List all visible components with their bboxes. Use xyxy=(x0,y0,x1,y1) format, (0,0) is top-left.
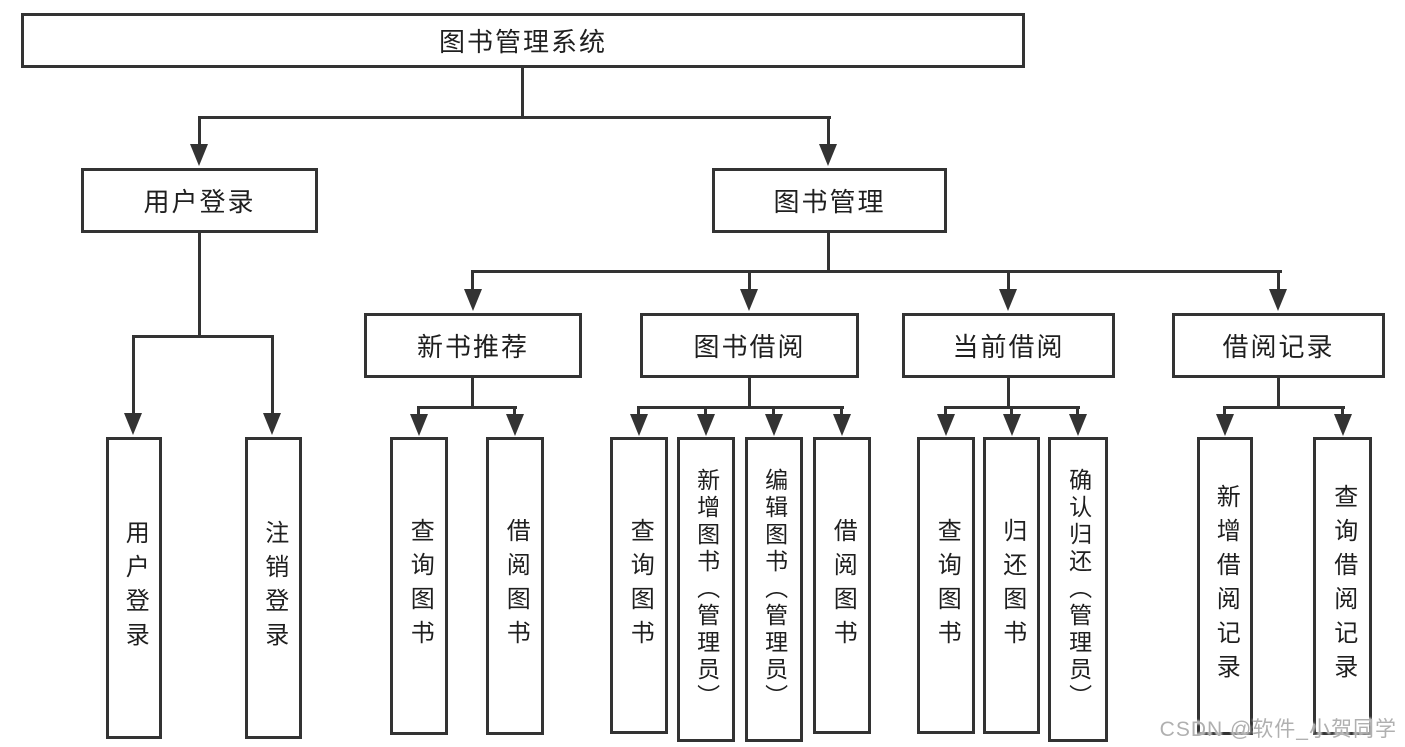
node-new-books: 新书推荐 xyxy=(364,313,582,378)
connector-drop xyxy=(1076,406,1079,416)
arrow-down-icon xyxy=(263,413,281,435)
leaf-confirm-return-admin: 确认归还（管理员） xyxy=(1048,437,1108,742)
node-root-label: 图书管理系统 xyxy=(438,27,607,57)
node-current-borrow: 当前借阅 xyxy=(902,313,1115,378)
leaf-label: 查询图书 xyxy=(933,517,961,654)
leaf-return-books: 归还图书 xyxy=(983,437,1040,734)
leaf-label: 查询图书 xyxy=(406,518,434,654)
node-borrow-records-label: 借阅记录 xyxy=(1222,332,1335,362)
node-current-borrow-label: 当前借阅 xyxy=(952,332,1065,362)
arrow-down-icon xyxy=(124,413,142,435)
connector-new-books-stub xyxy=(471,376,474,409)
connector-drop xyxy=(840,406,843,416)
watermark: CSDN @软件_小贺同学 xyxy=(1159,718,1397,741)
arrow-down-icon xyxy=(937,414,955,436)
node-new-books-label: 新书推荐 xyxy=(416,332,529,362)
node-book-borrow: 图书借阅 xyxy=(640,313,859,378)
connector-drop-book-mgmt xyxy=(827,116,830,148)
leaf-label: 新增借阅记录 xyxy=(1212,484,1240,688)
arrow-down-icon xyxy=(1216,414,1234,436)
leaf-edit-books-admin: 编辑图书（管理员） xyxy=(745,437,803,742)
arrow-down-icon xyxy=(464,289,482,311)
arrow-down-icon xyxy=(765,414,783,436)
connector-drop-current-borrow xyxy=(1007,270,1010,291)
connector-drop-new-books xyxy=(471,270,474,291)
connector-new-books-branch xyxy=(417,406,517,409)
arrow-down-icon xyxy=(1069,414,1087,436)
connector-borrow-records-branch xyxy=(1223,406,1345,409)
leaf-label: 新增图书（管理员） xyxy=(693,468,720,711)
arrow-down-icon xyxy=(833,414,851,436)
arrow-down-icon xyxy=(1003,414,1021,436)
connector-user-login-stub xyxy=(198,231,201,338)
connector-drop xyxy=(704,406,707,416)
connector-drop-leaf-logout xyxy=(271,335,274,413)
connector-book-mgmt-stub xyxy=(827,231,830,273)
arrow-down-icon xyxy=(740,289,758,311)
connector-drop xyxy=(637,406,640,416)
node-borrow-records: 借阅记录 xyxy=(1172,313,1385,378)
connector-drop xyxy=(417,406,420,416)
connector-level3-branch xyxy=(471,270,1282,273)
arrow-down-icon xyxy=(819,144,837,166)
leaf-user-login: 用户登录 xyxy=(106,437,162,739)
leaf-query-books-newbooks: 查询图书 xyxy=(390,437,448,735)
connector-current-borrow-stub xyxy=(1007,376,1010,409)
leaf-borrow-books-borrow: 借阅图书 xyxy=(813,437,871,734)
connector-user-login-branch xyxy=(132,335,274,338)
connector-drop-book-borrow xyxy=(748,270,751,291)
connector-drop xyxy=(1010,406,1013,416)
connector-drop xyxy=(1223,406,1226,416)
connector-drop xyxy=(1341,406,1344,416)
leaf-label: 编辑图书（管理员） xyxy=(761,468,788,711)
leaf-query-borrow-record: 查询借阅记录 xyxy=(1313,437,1372,735)
arrow-down-icon xyxy=(1269,289,1287,311)
connector-drop-borrow-records xyxy=(1277,270,1280,291)
connector-book-borrow-branch xyxy=(637,406,844,409)
connector-drop xyxy=(772,406,775,416)
connector-book-borrow-stub xyxy=(748,376,751,409)
node-book-borrow-label: 图书借阅 xyxy=(693,332,806,362)
arrow-down-icon xyxy=(697,414,715,436)
arrow-down-icon xyxy=(630,414,648,436)
node-book-mgmt-label: 图书管理 xyxy=(773,187,886,217)
connector-borrow-records-stub xyxy=(1277,376,1280,409)
leaf-label: 借阅图书 xyxy=(829,517,857,654)
arrow-down-icon xyxy=(190,144,208,166)
node-user-login: 用户登录 xyxy=(81,168,318,233)
arrow-down-icon xyxy=(999,289,1017,311)
leaf-add-borrow-record: 新增借阅记录 xyxy=(1197,437,1253,735)
leaf-label: 查询图书 xyxy=(626,517,654,654)
connector-root-stub xyxy=(521,66,524,119)
connector-drop-user-login xyxy=(198,116,201,148)
leaf-logout: 注销登录 xyxy=(245,437,302,739)
leaf-label: 确认归还（管理员） xyxy=(1065,468,1092,711)
connector-level2-branch xyxy=(198,116,831,119)
leaf-query-books-current: 查询图书 xyxy=(917,437,975,734)
leaf-borrow-books-newbooks: 借阅图书 xyxy=(486,437,544,735)
leaf-label: 借阅图书 xyxy=(502,518,530,654)
connector-drop-leaf-login xyxy=(132,335,135,413)
connector-drop xyxy=(513,406,516,416)
leaf-query-books-borrow: 查询图书 xyxy=(610,437,668,734)
node-book-mgmt: 图书管理 xyxy=(712,168,947,233)
leaf-add-books-admin: 新增图书（管理员） xyxy=(677,437,735,742)
connector-drop xyxy=(944,406,947,416)
node-root-library-system: 图书管理系统 xyxy=(21,13,1025,68)
node-user-login-label: 用户登录 xyxy=(143,187,256,217)
leaf-label: 归还图书 xyxy=(998,517,1026,654)
leaf-user-login-label: 用户登录 xyxy=(121,520,149,656)
leaf-label: 查询借阅记录 xyxy=(1329,484,1357,688)
arrow-down-icon xyxy=(410,414,428,436)
arrow-down-icon xyxy=(1334,414,1352,436)
arrow-down-icon xyxy=(506,414,524,436)
leaf-logout-label: 注销登录 xyxy=(260,520,288,656)
